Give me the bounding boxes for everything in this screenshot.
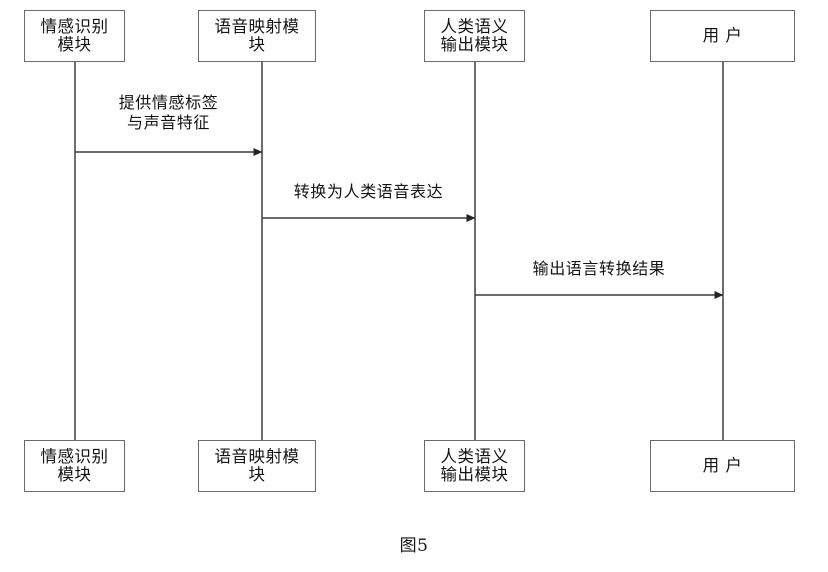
label-msg-provide-emotion-tags: 提供情感标签 与声音特征 xyxy=(118,93,219,132)
top-participant-emotion-recognition-module[interactable]: 情感识别 模块 xyxy=(24,10,125,62)
label-msg-convert-to-human-speech: 转换为人类语音表达 xyxy=(293,182,444,201)
bottom-participant-user[interactable]: 用 户 xyxy=(650,440,795,492)
top-participant-user[interactable]: 用 户 xyxy=(650,10,795,62)
bottom-participant-human-semantic-output-module[interactable]: 人类语义 输出模块 xyxy=(424,440,525,492)
top-participant-human-semantic-output-module[interactable]: 人类语义 输出模块 xyxy=(424,10,525,62)
message-arrows-group xyxy=(75,148,724,299)
bottom-participant-voice-mapping-module[interactable]: 语音映射模 块 xyxy=(198,440,316,492)
bottom-participant-emotion-recognition-module[interactable]: 情感识别 模块 xyxy=(24,440,125,492)
top-participant-voice-mapping-module[interactable]: 语音映射模 块 xyxy=(198,10,316,62)
lifelines-group xyxy=(74,62,724,440)
figure-caption: 图5 xyxy=(399,536,429,556)
label-msg-output-language-result: 输出语言转换结果 xyxy=(532,259,666,278)
